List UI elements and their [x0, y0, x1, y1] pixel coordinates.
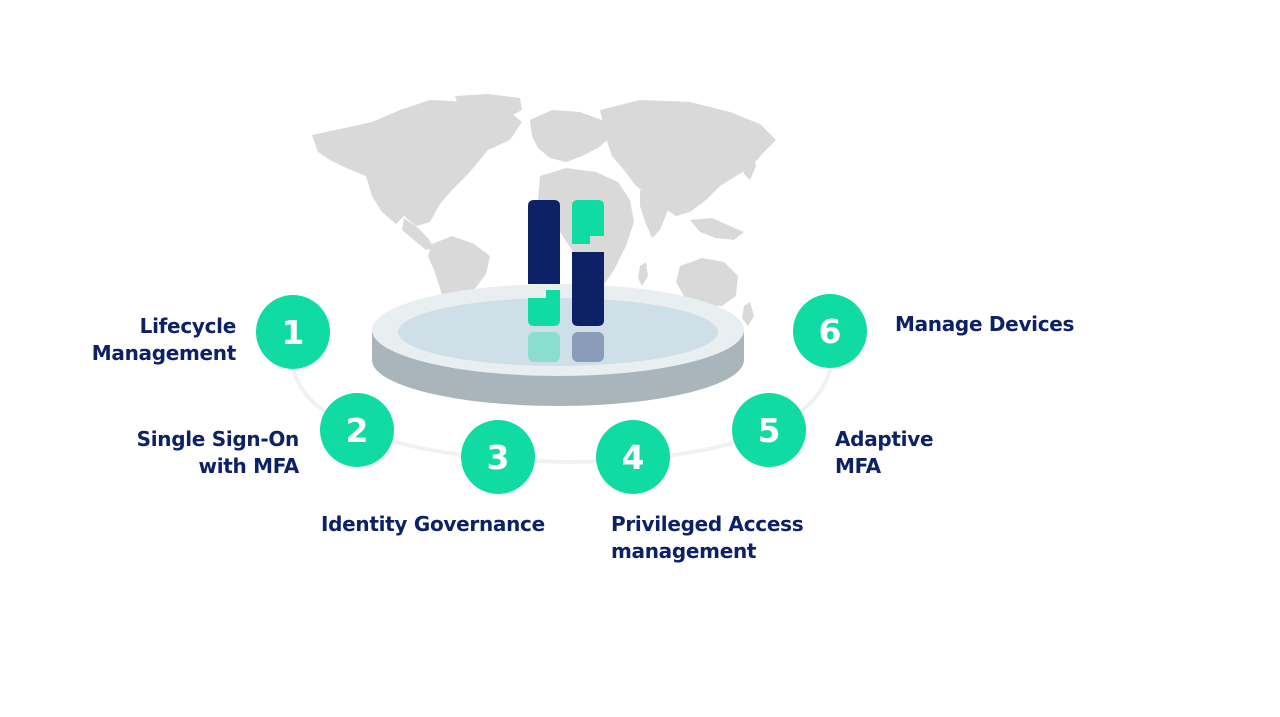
step-1-label-line-2: Management: [91, 341, 237, 365]
step-5-number: 5: [757, 410, 781, 450]
platform: [372, 284, 744, 406]
step-5-label-line-1: Adaptive: [835, 427, 934, 451]
step-2-badge[interactable]: 2: [320, 393, 394, 467]
step-2-label-line-1: Single Sign-On: [136, 427, 300, 451]
step-4-badge[interactable]: 4: [596, 420, 670, 494]
step-4-label: Privileged Access management: [611, 511, 804, 565]
step-2-label: Single Sign-On with MFA: [136, 426, 300, 480]
step-1-badge[interactable]: 1: [256, 295, 330, 369]
step-1-label-line-1: Lifecycle: [139, 314, 237, 338]
step-6-badge[interactable]: 6: [793, 294, 867, 368]
step-3-number: 3: [486, 437, 510, 477]
step-1-label: Lifecycle Management: [91, 313, 237, 367]
step-5-label-line-2: MFA: [835, 454, 881, 478]
step-4-label-line-1: Privileged Access: [611, 512, 804, 536]
step-5-badge[interactable]: 5: [732, 393, 806, 467]
step-3-label: Identity Governance: [321, 511, 545, 538]
platform-inner: [398, 298, 718, 366]
step-3-label-line-1: Identity Governance: [321, 512, 545, 536]
step-4-label-line-2: management: [611, 539, 757, 563]
step-2-label-line-2: with MFA: [198, 454, 300, 478]
step-4-number: 4: [621, 437, 645, 477]
step-3-badge[interactable]: 3: [461, 420, 535, 494]
step-6-label-line-1: Manage Devices: [895, 312, 1075, 336]
brand-logo-icon: [528, 200, 604, 326]
step-6-label: Manage Devices: [895, 311, 1074, 338]
step-5-label: Adaptive MFA: [835, 426, 934, 480]
step-1-number: 1: [281, 312, 305, 352]
logo-reflection: [528, 332, 604, 362]
step-6-number: 6: [818, 311, 842, 351]
step-2-number: 2: [345, 410, 369, 450]
world-map-icon: [312, 94, 776, 326]
